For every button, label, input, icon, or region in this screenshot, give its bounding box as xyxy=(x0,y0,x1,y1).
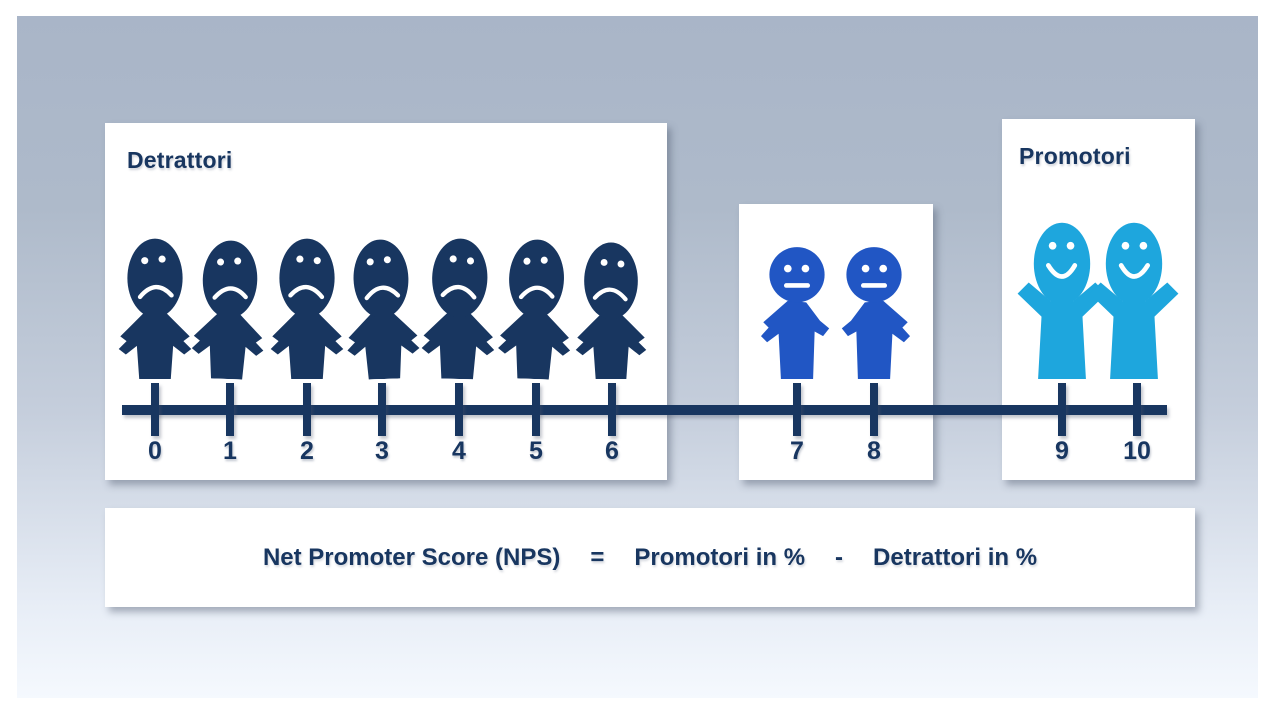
sad-person-icon xyxy=(417,236,501,380)
tick-label: 0 xyxy=(148,437,162,465)
tick-mark xyxy=(793,383,801,436)
tick-mark xyxy=(378,383,386,436)
tick-label: 3 xyxy=(375,437,389,465)
equals-sign: = xyxy=(590,543,605,571)
tick-mark xyxy=(226,383,234,436)
neutral-person-icon xyxy=(831,241,917,379)
sad-person-icon xyxy=(572,241,650,379)
tick-mark xyxy=(303,383,311,436)
promoters-label: Promotori xyxy=(1019,143,1131,169)
happy-person-icon xyxy=(1085,221,1183,379)
tick-mark xyxy=(532,383,540,436)
neutral-person-icon xyxy=(754,241,840,379)
passives-panel xyxy=(739,204,933,480)
formula-text: Net Promoter Score (NPS) = Promotori in … xyxy=(263,544,1037,572)
tick-label: 1 xyxy=(223,437,237,465)
tick-label: 8 xyxy=(867,437,881,465)
tick-mark xyxy=(1058,383,1066,436)
detractors-label: Detrattori xyxy=(127,147,233,173)
tick-mark xyxy=(1133,383,1141,436)
formula-nps-label: Net Promoter Score (NPS) xyxy=(262,543,561,571)
sad-person-icon xyxy=(115,237,195,379)
tick-mark xyxy=(455,383,463,436)
tick-label: 5 xyxy=(529,437,543,465)
tick-label: 7 xyxy=(790,437,804,465)
diagram-background: Detrattori Promotori 0 1 xyxy=(17,16,1258,698)
detractors-term: Detrattori in % xyxy=(873,543,1038,571)
sad-person-icon xyxy=(494,237,578,381)
sad-person-icon xyxy=(188,238,271,381)
tick-label: 4 xyxy=(452,437,466,465)
tick-label: 6 xyxy=(605,437,619,465)
tick-label: 2 xyxy=(300,437,314,465)
tick-mark xyxy=(151,383,159,436)
tick-mark xyxy=(870,383,878,436)
tick-label: 9 xyxy=(1055,437,1069,465)
minus-sign: - xyxy=(835,543,844,571)
sad-person-icon xyxy=(340,237,425,381)
formula-panel: Net Promoter Score (NPS) = Promotori in … xyxy=(105,508,1195,607)
tick-label: 10 xyxy=(1123,437,1151,465)
promoters-term: Promotori in % xyxy=(634,543,806,571)
sad-person-icon xyxy=(267,237,347,379)
axis-line xyxy=(122,405,1167,415)
tick-mark xyxy=(608,383,616,436)
